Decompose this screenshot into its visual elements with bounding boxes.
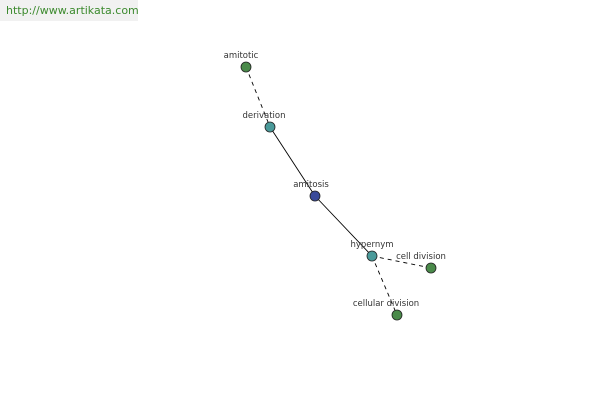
edge-derivation-amitosis [269, 126, 316, 197]
node-circle-hypernym[interactable] [366, 250, 378, 262]
node-cell-division[interactable]: cell division [396, 252, 446, 274]
node-circle-amitotic[interactable] [240, 61, 252, 73]
node-circle-amitosis[interactable] [309, 190, 321, 202]
node-hypernym[interactable]: hypernym [350, 240, 394, 262]
node-label-cell-division[interactable]: cell division [396, 252, 446, 262]
edges-layer [245, 66, 432, 316]
node-derivation[interactable]: derivation [242, 111, 286, 133]
node-amitosis[interactable]: amitosis [293, 180, 329, 202]
node-amitotic[interactable]: amitotic [224, 51, 259, 73]
node-circle-cellular-division[interactable] [391, 309, 403, 321]
node-circle-cell-division[interactable] [425, 262, 437, 274]
edge-hypernym-cellular-division [371, 255, 398, 316]
node-label-derivation[interactable]: derivation [242, 111, 285, 121]
watermark-link[interactable]: http://www.artikata.com [6, 4, 139, 17]
edge-amitotic-derivation [245, 66, 271, 128]
node-label-cellular-division[interactable]: cellular division [353, 299, 419, 309]
node-circle-derivation[interactable] [264, 121, 276, 133]
node-cellular-division[interactable]: cellular division [353, 299, 419, 321]
edge-amitosis-hypernym [314, 195, 373, 257]
node-label-amitosis[interactable]: amitosis [293, 180, 329, 190]
watermark-bar: http://www.artikata.com [0, 0, 139, 21]
node-label-amitotic[interactable]: amitotic [224, 51, 259, 61]
node-label-hypernym[interactable]: hypernym [350, 240, 393, 250]
edge-hypernym-cell-division [371, 255, 432, 269]
